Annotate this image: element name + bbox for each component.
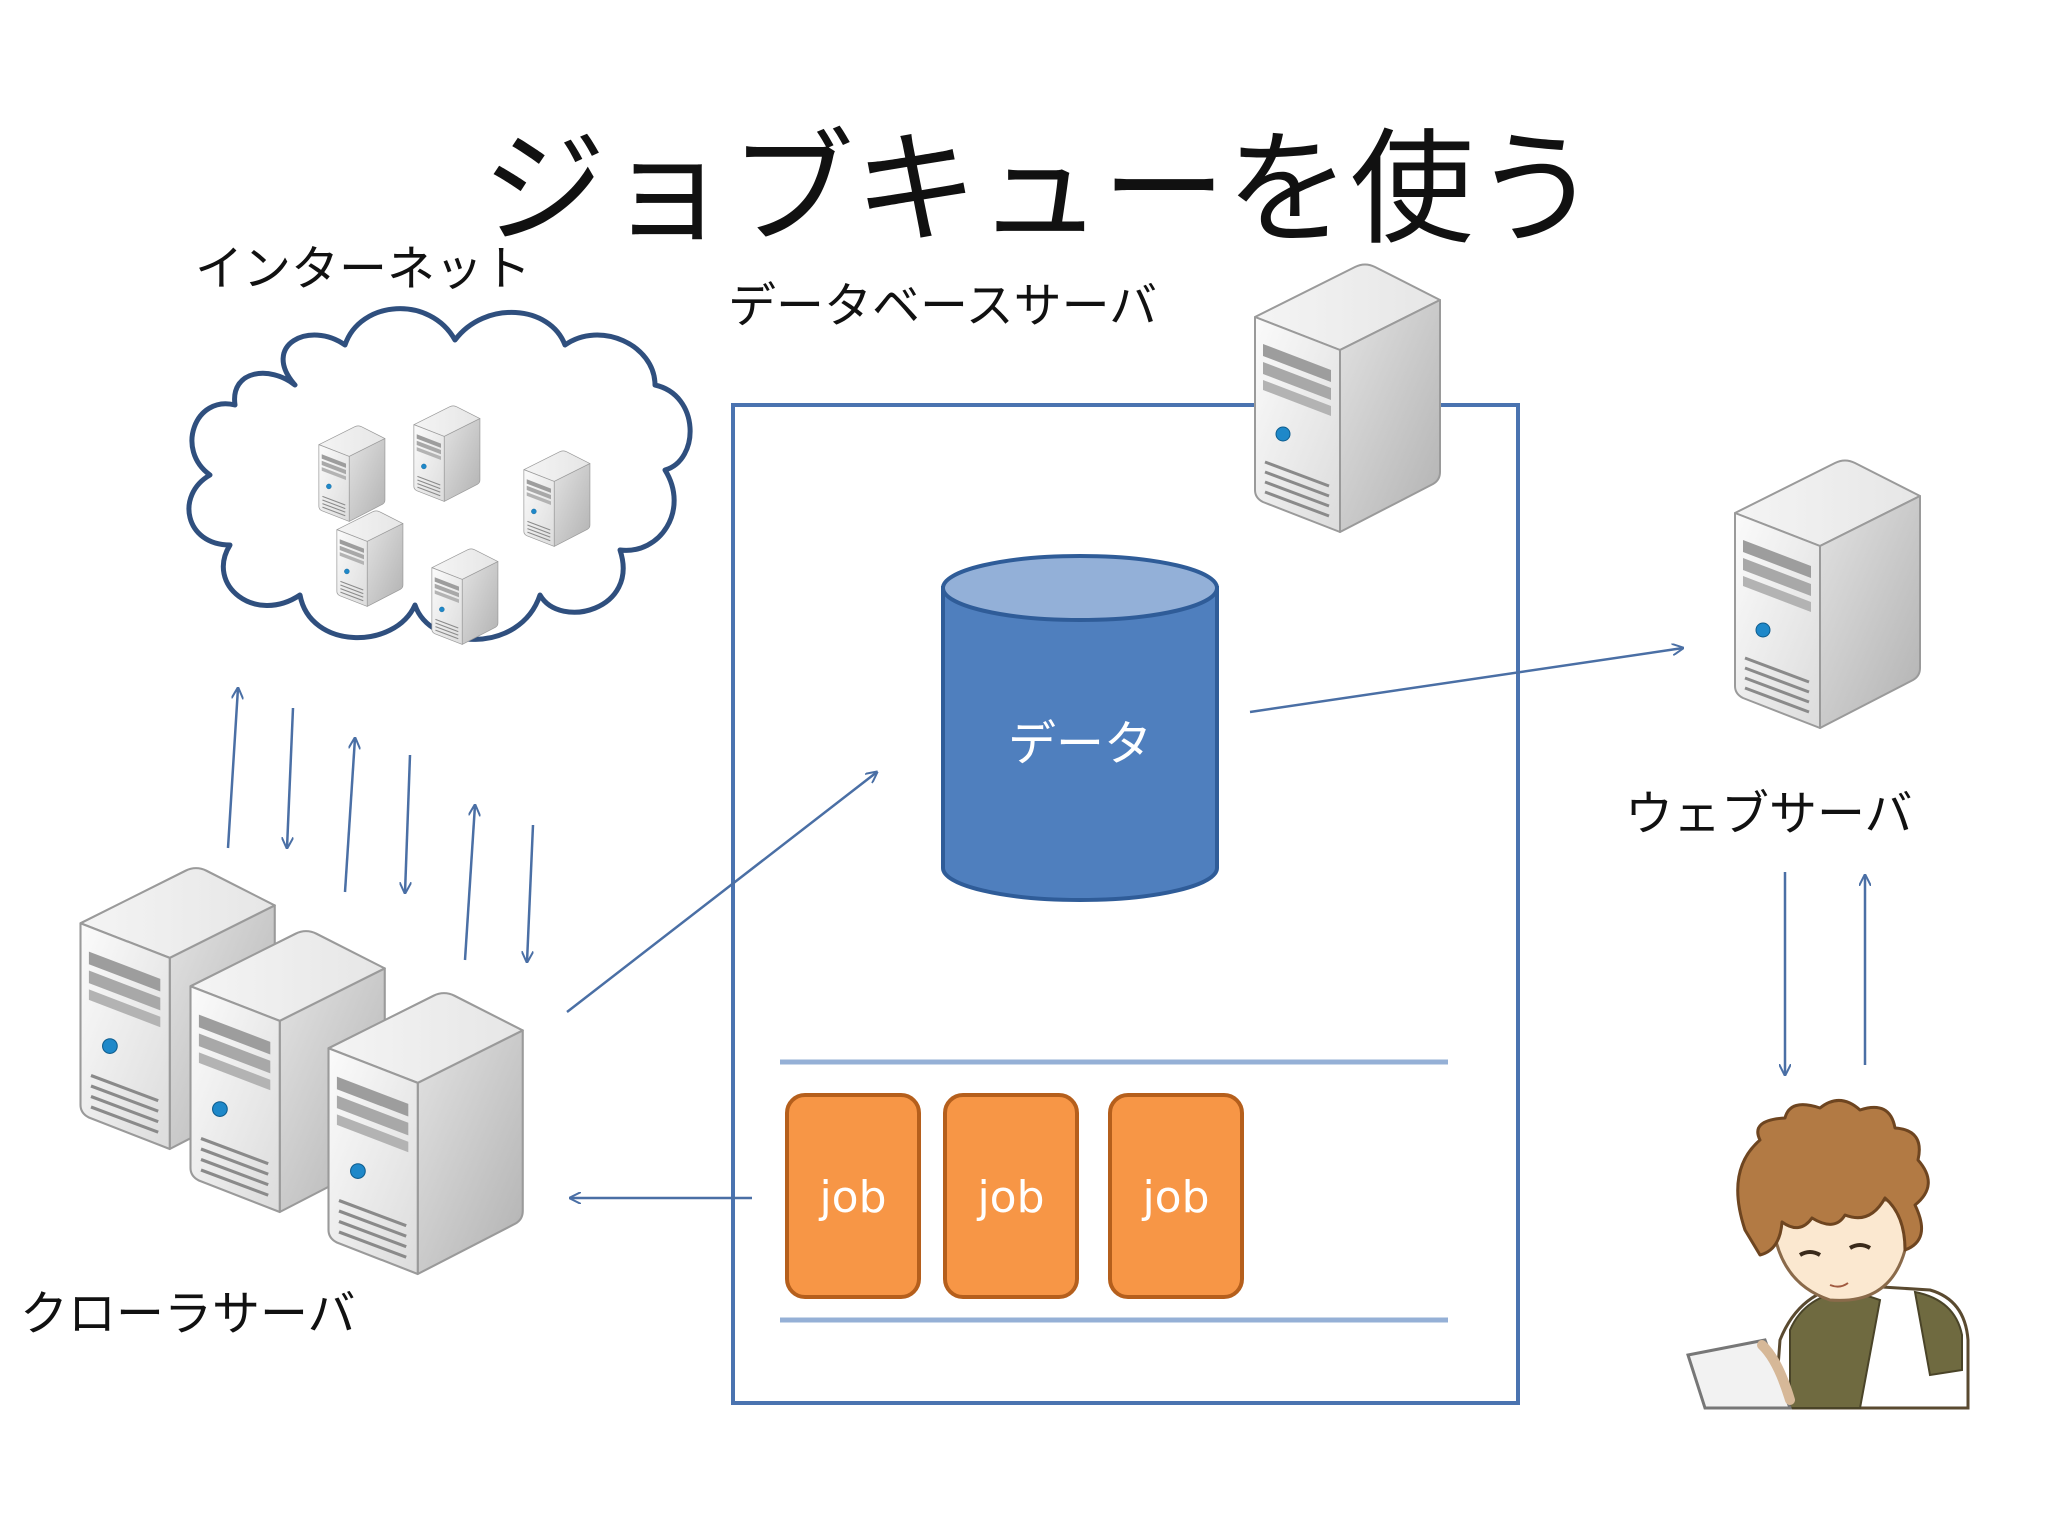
database-server-box [731,403,1520,1405]
label-web-server: ウェブサーバ [1625,786,1913,842]
job-label-3: job [1141,1172,1209,1223]
arrow-crawler-to-data [566,772,877,1013]
label-crawler-server: クローラサーバ [20,1286,356,1342]
internet-server-icon-1 [318,425,386,522]
page-title: ジョブキューを使う [482,118,1598,262]
job-item-2: job [943,1093,1079,1299]
crawler-server-icon-3 [326,991,525,1276]
label-database-server: データベースサーバ [728,278,1157,334]
web-user-arrows [1785,872,1865,1075]
internet-crawler-arrows [226,688,535,962]
arrow-data-to-web [1249,648,1683,714]
internet-server-icon-2 [413,405,481,502]
job-label-2: job [976,1172,1044,1223]
job-label-1: job [818,1172,886,1223]
job-item-1: job [785,1093,921,1299]
internet-server-icon-5 [431,548,499,645]
label-internet: インターネット [195,241,531,297]
data-label: データ [1008,716,1152,772]
job-item-3: job [1108,1093,1244,1299]
internet-server-icon-3 [523,450,591,547]
user-avatar [1686,1099,1970,1410]
internet-server-icon-4 [336,510,404,607]
data-cylinder [941,554,1219,902]
flow-arrows [566,648,1683,1198]
database-server-icon [1253,262,1442,534]
web-server-icon [1733,458,1922,730]
